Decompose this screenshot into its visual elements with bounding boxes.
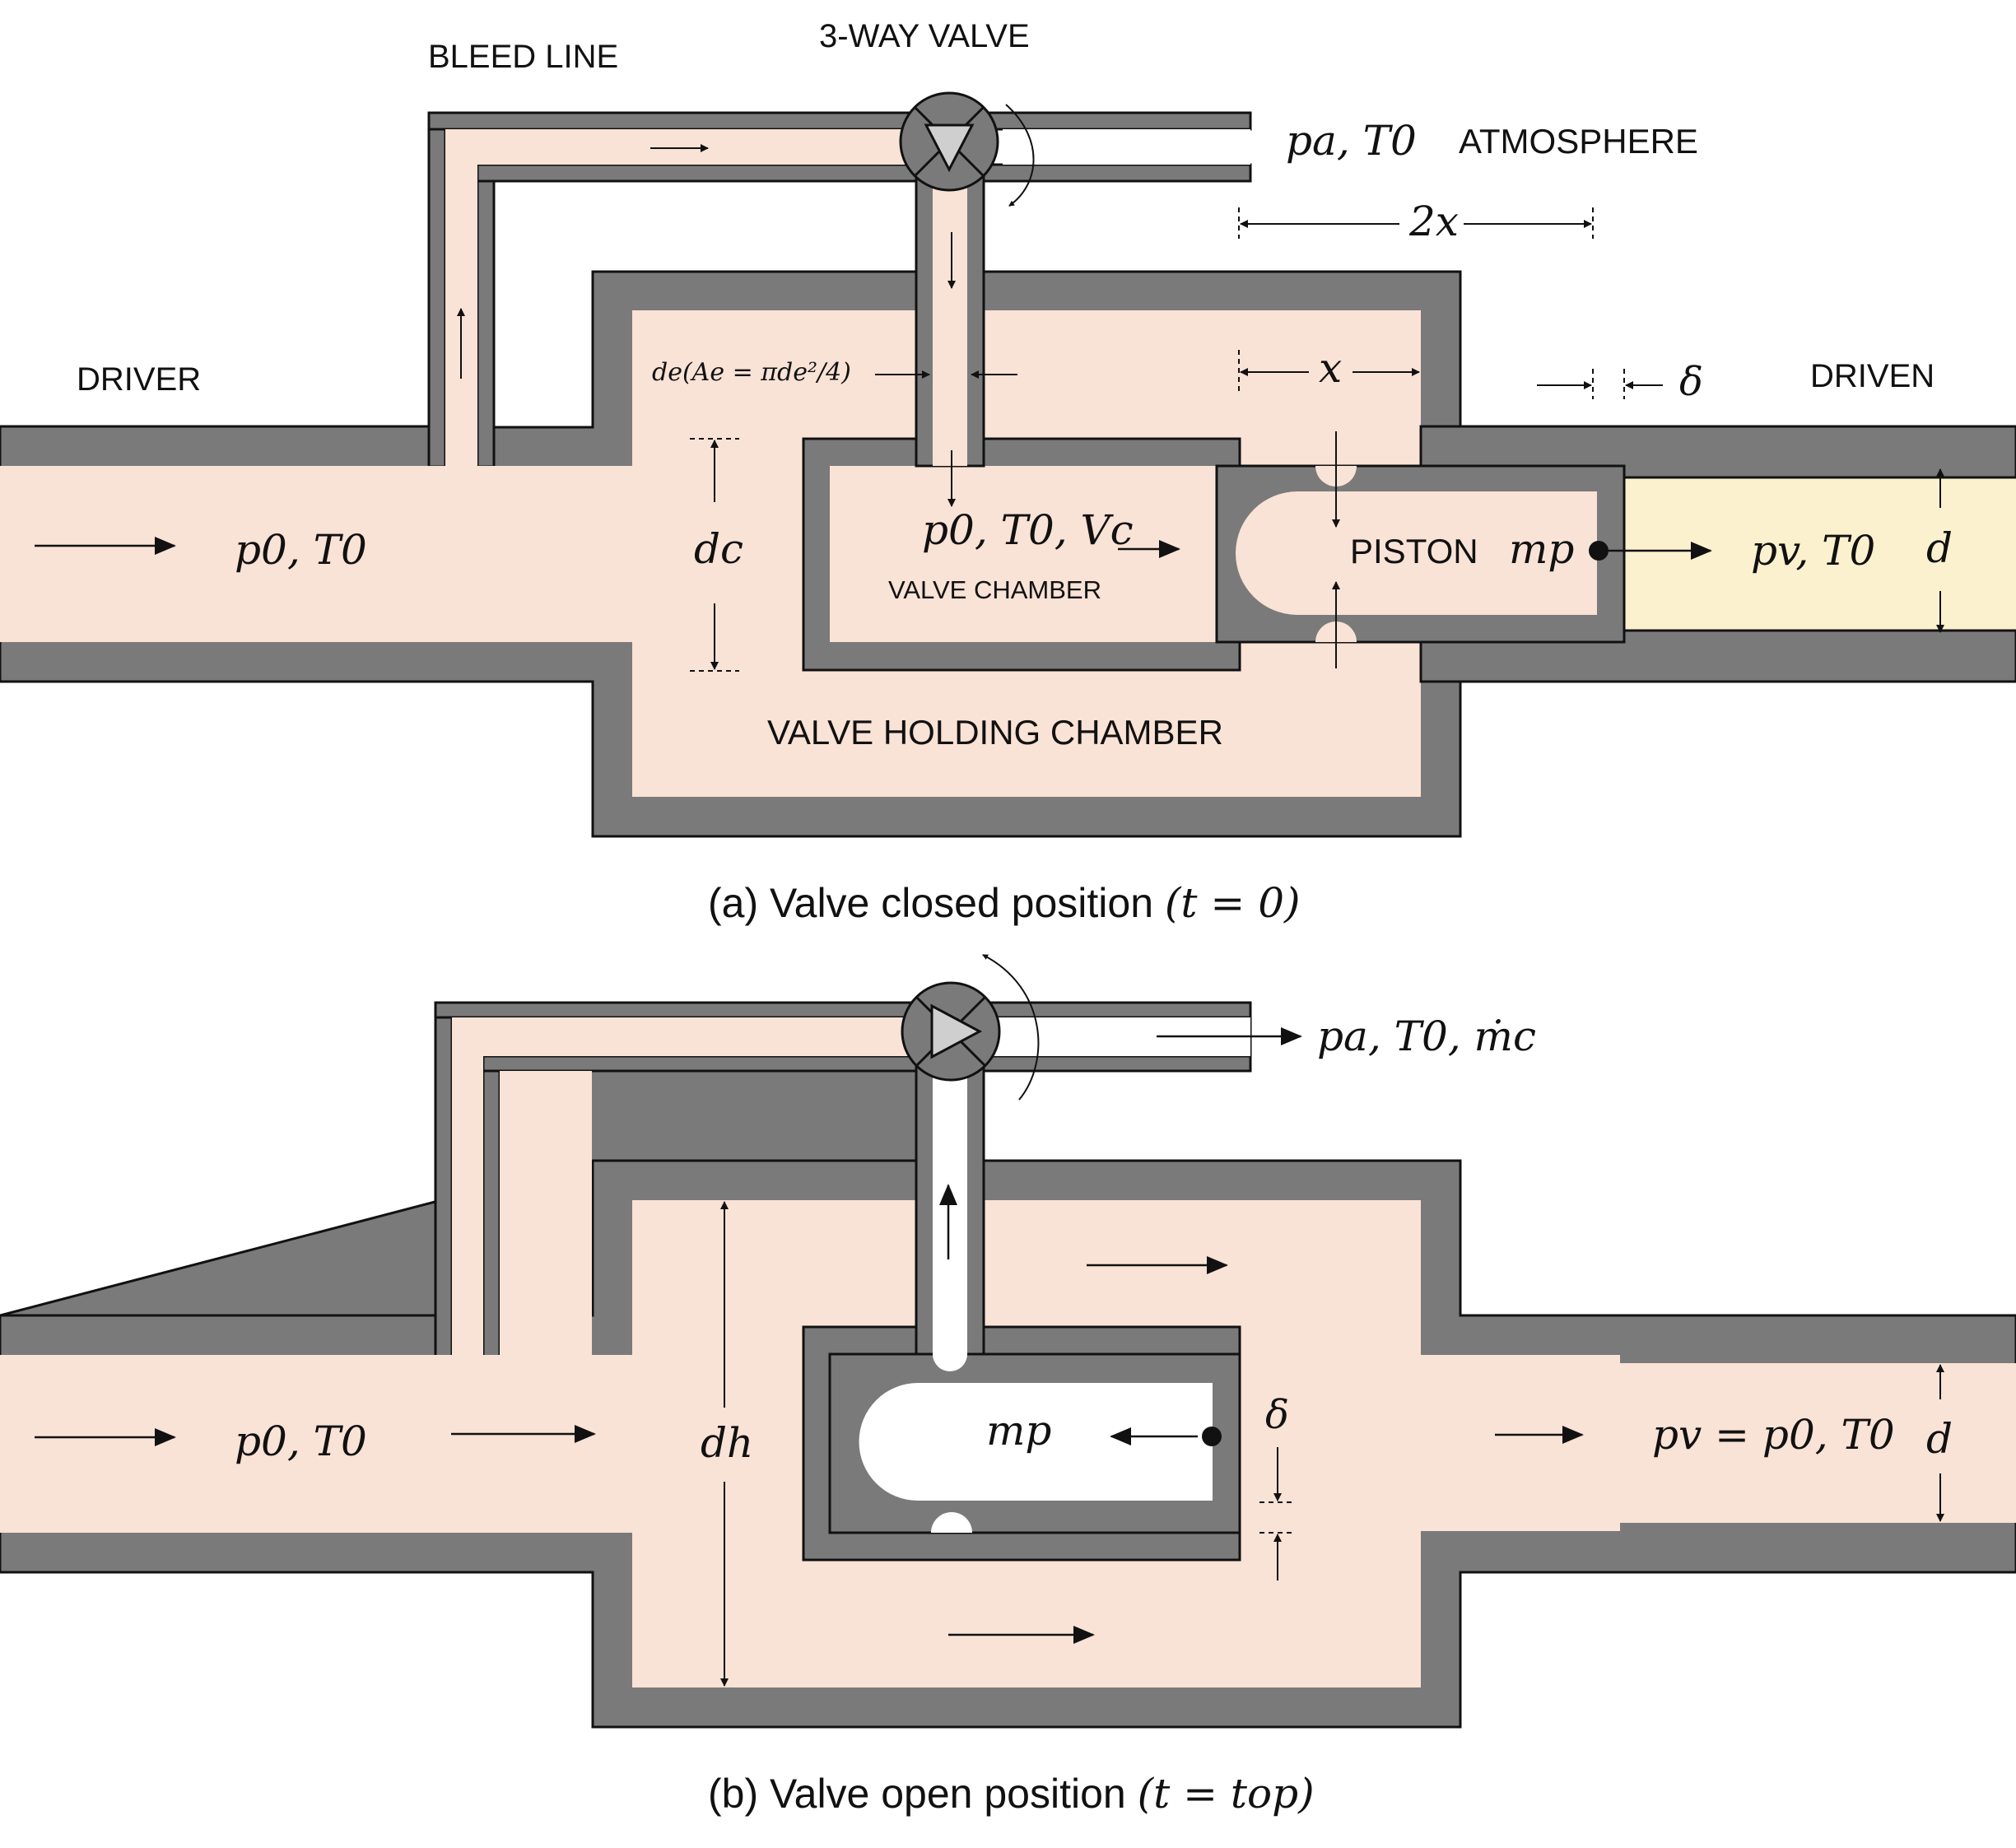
delta-label: δ — [1265, 1392, 1289, 1438]
bleed-line-gas-vertical — [452, 1017, 483, 1357]
dimension-x-label: x — [1319, 344, 1342, 392]
exhaust-state-label: pa, T0, ṁc — [1317, 1012, 1536, 1060]
bleed-line-wall-outer — [434, 1001, 454, 1358]
bleed-line-wall-top — [434, 1001, 1252, 1019]
dc-label: dc — [694, 525, 743, 573]
driven-state-label: pv, T0 — [1751, 527, 1875, 575]
valve-chamber-label: VALVE CHAMBER — [888, 575, 1101, 604]
bleed-line-gas-vertical — [445, 129, 477, 467]
dimension-delta-label: δ — [1679, 359, 1703, 405]
piston-notch-bottom — [931, 1512, 972, 1533]
piston-mass-label: mp — [986, 1407, 1051, 1455]
three-way-valve — [899, 91, 999, 192]
bleed-line-gas-horizontal — [452, 1017, 938, 1056]
exhaust-line-gas — [1003, 129, 1250, 165]
exit-diameter-label: de(Ae = πde²/4) — [652, 358, 851, 387]
holding-chamber-label: VALVE HOLDING CHAMBER — [767, 713, 1223, 752]
bleed-line-wall-inner — [476, 163, 496, 468]
bleed-line-wall-inner — [482, 1054, 501, 1358]
d-label: d — [1926, 1415, 1953, 1463]
chamber-state-label: p0, T0, Vc — [922, 506, 1134, 554]
rotation-arrow-icon — [982, 954, 1040, 1101]
d-label: d — [1926, 524, 1953, 572]
bleed-line-wall-bottom — [482, 1054, 1252, 1073]
rotation-arrow-icon — [1005, 104, 1035, 207]
panel-a-caption: (a) Valve closed position (t = 0) — [708, 879, 1301, 927]
valve-tube-gas — [933, 165, 967, 466]
driver-state-label: p0, T0 — [235, 1417, 367, 1465]
driven-wall-bottom — [1419, 629, 2016, 683]
piston-label: PISTON — [1350, 532, 1478, 570]
driver-label: DRIVER — [77, 361, 201, 398]
bleed-line-wall-top — [427, 111, 1252, 131]
dh-label: dh — [701, 1419, 753, 1467]
dimension-2x-label: 2x — [1408, 198, 1459, 245]
bleed-line-wall-bottom — [476, 163, 1252, 183]
piston-cavity — [859, 1383, 1213, 1501]
driven-label: DRIVEN — [1810, 358, 1935, 394]
piston-mass-label: mp — [1509, 525, 1574, 573]
driver-state-label: p0, T0 — [235, 526, 367, 574]
valve-tube-interior — [933, 1056, 967, 1371]
piston-cavity — [1236, 491, 1597, 615]
panel-b-valve-open: pa, T0, ṁc p0, T0 dh mp δ pv = p0, T0 d … — [0, 954, 2016, 1818]
three-way-valve — [901, 981, 1001, 1082]
bleed-line-wall-outer — [427, 111, 447, 468]
piston-reference-dot — [1202, 1427, 1222, 1446]
driven-gas — [1624, 477, 2016, 631]
valve-chamber-gas — [830, 466, 1217, 642]
piston-reference-dot — [1589, 541, 1609, 561]
bleed-line-label: BLEED LINE — [428, 39, 618, 75]
valve-triangle-icon — [924, 123, 975, 173]
panel-b-caption: (b) Valve open position (t = top) — [708, 1770, 1315, 1818]
bleed-line-gas-horizontal — [445, 129, 938, 165]
atmosphere-state-label: pa, T0 — [1286, 117, 1417, 165]
valve-triangle-icon — [930, 1003, 983, 1059]
panel-a-valve-closed: BLEED LINE 3-WAY VALVE pa, T0 ATMOSPHERE… — [0, 18, 2016, 927]
atmosphere-label: ATMOSPHERE — [1459, 122, 1698, 161]
bleed-line-gap — [500, 1071, 592, 1357]
three-way-valve-label: 3-WAY VALVE — [819, 18, 1030, 54]
driven-state-label: pv = p0, T0 — [1652, 1411, 1895, 1459]
